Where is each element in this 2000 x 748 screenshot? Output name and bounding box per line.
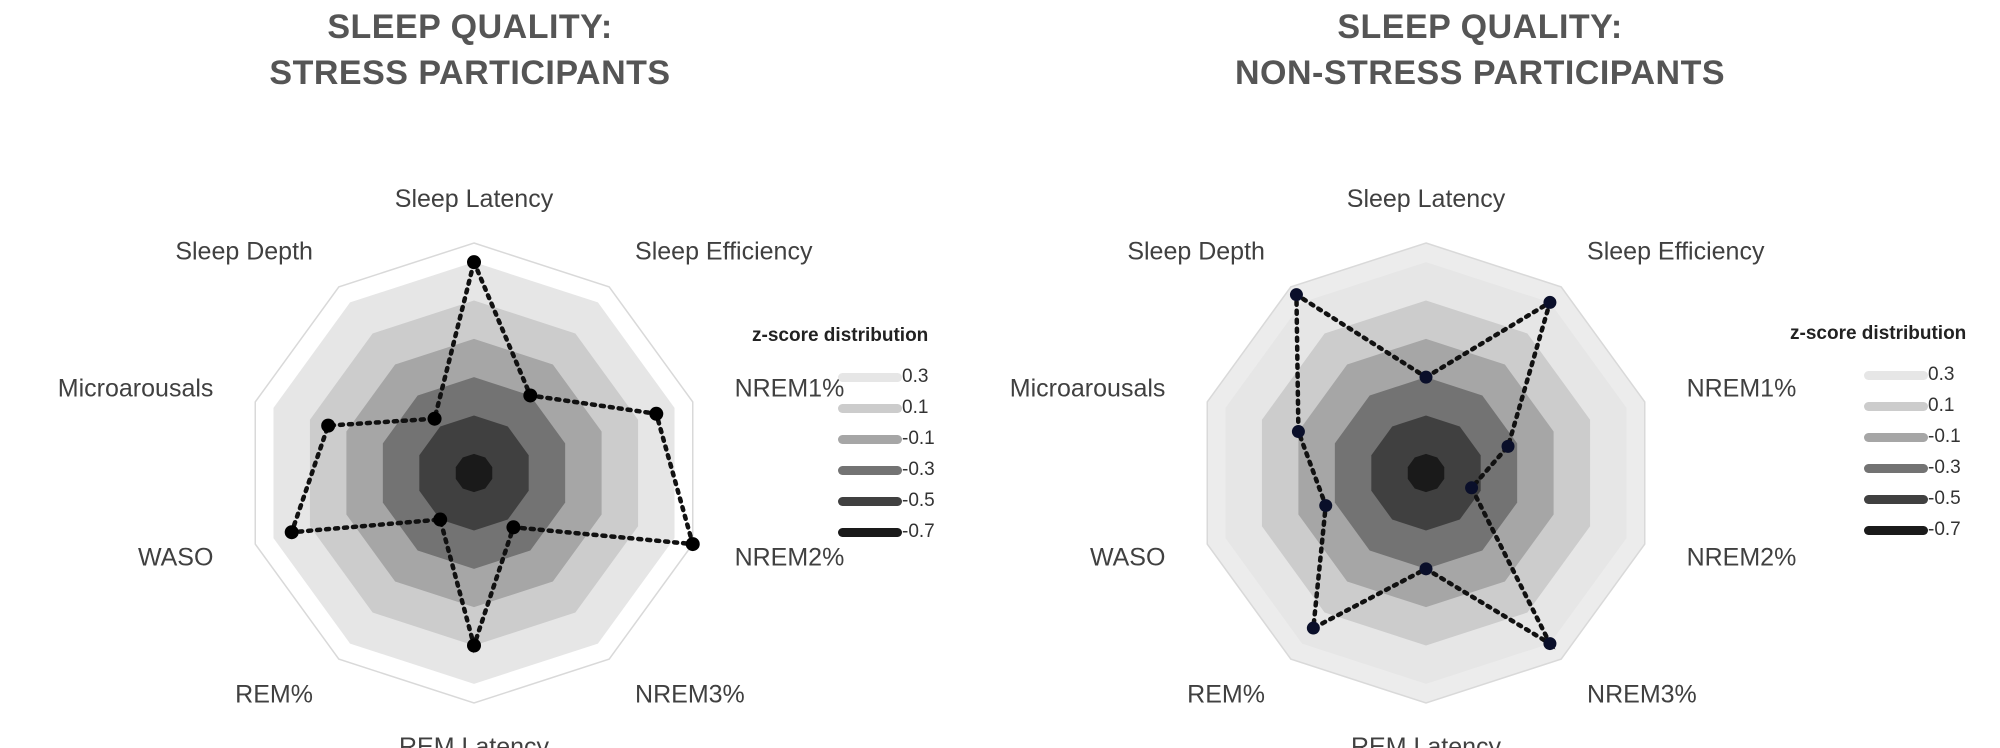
axis-label: Sleep Depth: [175, 237, 313, 265]
axis-label: REM Latency: [1351, 733, 1502, 748]
axis-label: Sleep Latency: [395, 185, 554, 213]
legend-label: -0.5: [1928, 488, 1961, 509]
legend-item: -0.5: [838, 487, 935, 518]
axis-label: Microarousals: [58, 374, 214, 402]
legend-swatch: [1864, 495, 1928, 504]
chart-title-line-2: NON-STRESS PARTICIPANTS: [1234, 54, 1726, 92]
axis-label: Sleep Depth: [1127, 237, 1265, 265]
data-point-sleep-efficiency: [1543, 295, 1557, 309]
chart-title: SLEEP QUALITY: STRESS PARTICIPANTS: [0, 4, 940, 96]
data-point-rem-latency: [1419, 562, 1433, 576]
data-point-microarousals: [321, 418, 336, 433]
chart-panel-non-stress: SLEEP QUALITY: NON-STRESS PARTICIPANTS S…: [1000, 0, 2000, 748]
legend-swatch: [1864, 526, 1928, 535]
legend-item: -0.5: [1864, 485, 1966, 516]
chart-title-line-1: SLEEP QUALITY:: [327, 8, 613, 46]
data-point-rem-latency: [467, 638, 481, 653]
legend-label: -0.1: [902, 428, 935, 449]
legend-label: 0.1: [902, 397, 929, 418]
radar-band: [455, 453, 493, 493]
data-point-nrem2-: [685, 537, 700, 552]
legend-title: z-score distribution: [752, 325, 929, 346]
legend-item: 0.3: [838, 363, 928, 394]
data-point-nrem3-: [506, 520, 521, 535]
legend-label: -0.3: [1928, 457, 1961, 478]
data-point-sleep-depth: [427, 411, 442, 426]
axis-label: NREM1%: [735, 374, 845, 402]
axis-label: Sleep Efficiency: [1587, 237, 1765, 265]
data-point-rem-: [433, 512, 448, 527]
axis-label: Microarousals: [1010, 374, 1166, 402]
chart-title: SLEEP QUALITY: NON-STRESS PARTICIPANTS: [980, 4, 1980, 96]
legend-swatch: [1864, 464, 1928, 473]
radar-band: [1407, 453, 1445, 493]
axis-label: REM Latency: [399, 733, 550, 748]
data-point-waso: [1319, 499, 1333, 513]
legend-swatch: [1864, 371, 1928, 380]
legend-swatch: [838, 373, 902, 382]
data-point-nrem1-: [1501, 439, 1515, 453]
legend-item: 0.1: [1864, 392, 1966, 423]
data-point-nrem2-: [1465, 481, 1479, 495]
data-point-sleep-depth: [1289, 288, 1303, 302]
chart-title-line-1: SLEEP QUALITY:: [1337, 8, 1623, 46]
axis-label: NREM2%: [735, 544, 845, 572]
axis-label: WASO: [1090, 544, 1165, 572]
legend-swatch: [1864, 402, 1928, 411]
axis-label: Sleep Latency: [1347, 185, 1506, 213]
legend-item: 0.3: [1864, 361, 1966, 392]
data-point-nrem3-: [1543, 637, 1557, 651]
legend-item: -0.1: [838, 425, 935, 456]
data-point-sleep-efficiency: [523, 388, 538, 403]
legend: z-score distribution 0.3 0.1 -0.1 -0.3 -0.5 -…: [1790, 323, 1966, 547]
legend-item: 0.1: [838, 394, 928, 425]
legend-item: -0.7: [838, 518, 935, 549]
data-point-sleep-latency: [1419, 370, 1433, 384]
legend-item: -0.3: [1864, 454, 1966, 485]
legend-item: -0.3: [838, 456, 935, 487]
chart-panel-stress: SLEEP QUALITY: STRESS PARTICIPANTS Sleep…: [0, 4, 940, 748]
legend-label: 0.1: [1928, 395, 1955, 416]
legend-swatch: [838, 528, 902, 537]
legend-label: -0.3: [902, 459, 935, 480]
legend-swatch: [838, 404, 902, 413]
legend-item: -0.7: [1864, 516, 1966, 547]
axis-label: REM%: [1187, 681, 1265, 709]
legend-label: 0.3: [902, 366, 929, 387]
data-point-rem-: [1306, 621, 1320, 635]
axis-label: Sleep Efficiency: [635, 237, 813, 265]
legend-title: z-score distribution: [1790, 323, 1967, 344]
axis-label: NREM3%: [1587, 681, 1697, 709]
data-point-waso: [284, 525, 299, 540]
data-point-sleep-latency: [467, 255, 481, 270]
axis-label: WASO: [138, 544, 213, 572]
legend-label: -0.1: [1928, 426, 1961, 447]
axis-label: REM%: [235, 681, 313, 709]
legend-label: 0.3: [1928, 364, 1955, 385]
legend-label: -0.5: [902, 490, 935, 511]
legend-label: -0.7: [902, 521, 935, 542]
data-point-nrem1-: [649, 406, 664, 421]
legend-swatch: [838, 497, 902, 506]
data-point-microarousals: [1291, 425, 1305, 439]
axis-label: NREM1%: [1687, 374, 1797, 402]
legend-item: -0.1: [1864, 423, 1966, 454]
legend: z-score distribution 0.3 0.1 -0.1 -0.3 -0.5 -…: [752, 325, 935, 549]
axis-label: NREM2%: [1687, 544, 1797, 572]
legend-swatch: [838, 435, 902, 444]
legend-label: -0.7: [1928, 519, 1961, 540]
legend-swatch: [838, 466, 902, 475]
chart-title-line-2: STRESS PARTICIPANTS: [269, 54, 671, 92]
legend-swatch: [1864, 433, 1928, 442]
axis-label: NREM3%: [635, 681, 745, 709]
